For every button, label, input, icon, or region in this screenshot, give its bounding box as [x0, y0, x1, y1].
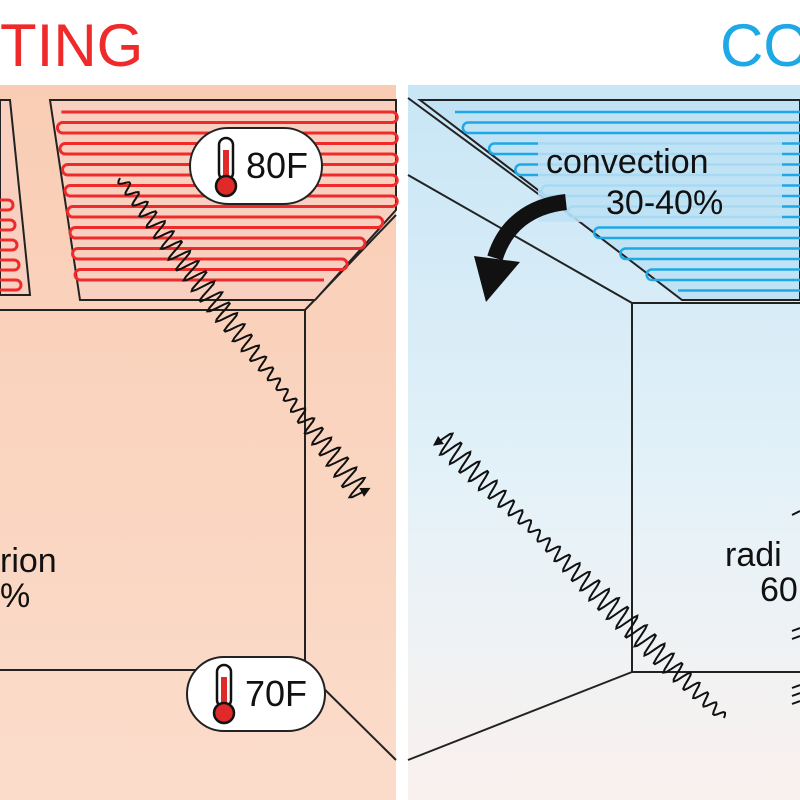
thermometer-badge-bottom: 70F	[186, 656, 326, 732]
convection-pct: 30-40%	[606, 184, 723, 222]
wave-arrow-icon	[117, 177, 371, 499]
thermometer-bottom-label: 70F	[245, 673, 307, 714]
heating-radiation-pct: %	[0, 577, 30, 615]
heating-coil-lines-left	[0, 198, 23, 292]
convection-label-bg	[538, 140, 782, 222]
cooling-title: CO	[720, 12, 800, 79]
cooling-radiation-pct: 60	[760, 571, 798, 609]
thermometer-icon	[212, 663, 236, 725]
thermometer-top-label: 80F	[246, 145, 308, 186]
heating-radiation-label: rion	[0, 542, 57, 580]
cooling-panel: convection 30-40% radi 60	[407, 85, 800, 800]
convection-label: convection	[546, 143, 709, 181]
curved-arrow-icon	[474, 194, 568, 302]
heating-ceiling-panel-left	[0, 99, 32, 296]
heating-panel: 80F 70F rion %	[0, 85, 399, 800]
thermometer-badge-top: 80F	[189, 127, 323, 205]
wave-arrow-icon	[432, 432, 726, 719]
thermometer-icon	[214, 136, 238, 198]
cooling-room-lines	[407, 97, 800, 761]
cooling-radiation-label: radi	[725, 536, 782, 574]
heating-title: TING	[0, 12, 143, 79]
wave-fragments	[791, 510, 800, 705]
